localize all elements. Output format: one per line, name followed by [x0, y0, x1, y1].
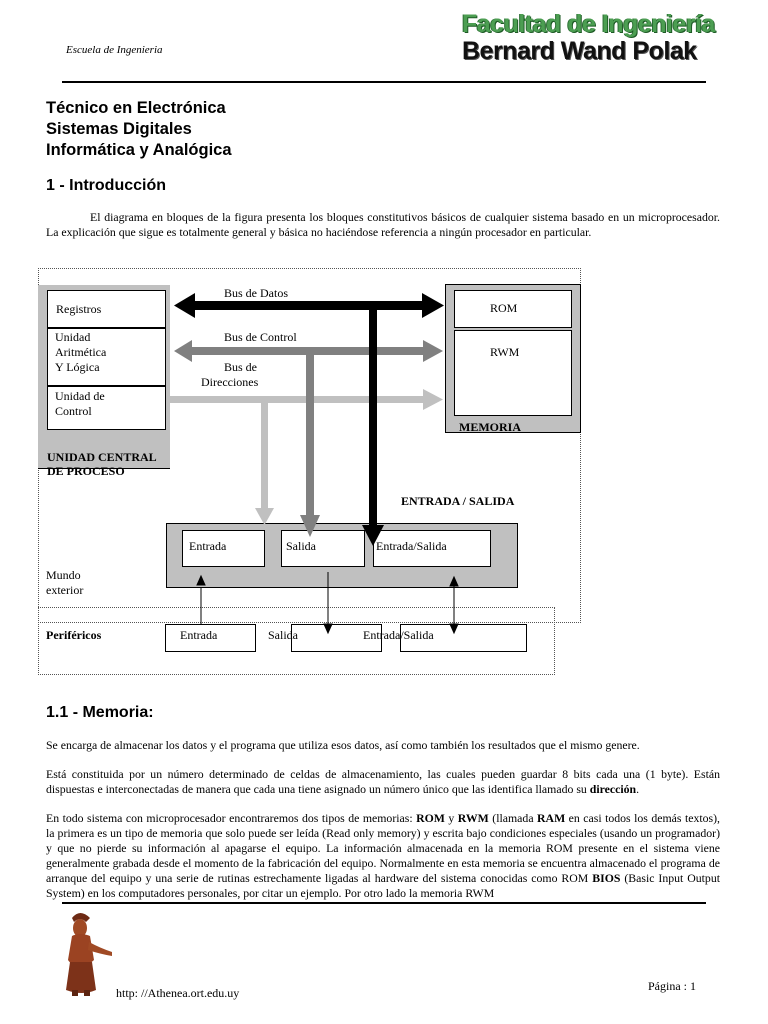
logo-line-2: Bernard Wand Polak	[462, 37, 697, 65]
control-bus-label: Bus de Control	[224, 330, 297, 344]
title-line-2: Sistemas Digitales	[46, 120, 192, 138]
address-bus-label-2: Direcciones	[201, 375, 259, 389]
section-1-paragraph: El diagrama en bloques de la figura pres…	[46, 210, 720, 239]
io-output-box	[281, 530, 365, 567]
memory-title: MEMORIA	[459, 420, 521, 434]
peripheral-arrows	[196, 572, 459, 635]
address-bus-label-1: Bus de	[224, 360, 257, 374]
periph-input-box	[165, 624, 256, 652]
document-title: Técnico en Electrónica Sistemas Digitale…	[46, 98, 232, 161]
control-unit-label-1: Unidad de	[55, 389, 105, 403]
peripherals-title: Periféricos	[46, 628, 102, 642]
alu-label-2: Aritmética	[55, 345, 107, 359]
registers-label: Registros	[56, 302, 102, 316]
control-unit-box	[47, 386, 166, 430]
alu-label-1: Unidad	[55, 330, 91, 344]
section-1-heading: 1 - Introducción	[46, 177, 166, 194]
data-bus	[174, 293, 444, 546]
page-number: Página : 1	[648, 979, 696, 993]
rwm-box	[454, 330, 572, 416]
school-name: Escuela de Ingenieria	[66, 44, 163, 56]
address-term: dirección	[589, 782, 637, 796]
io-inout-box	[373, 530, 491, 567]
rwm-label: RWM	[490, 345, 520, 359]
cpu-title-1: UNIDAD CENTRAL	[47, 450, 157, 464]
registers-box	[47, 290, 166, 328]
periph-inout-label: Entrada/Salida	[363, 628, 434, 642]
logo-line-1: Facultad de Ingeniería	[462, 10, 715, 38]
io-input-box	[182, 530, 265, 567]
memory-paragraph-1: Se encarga de almacenar los datos y el p…	[46, 738, 640, 752]
alu-label-3: Y Lógica	[55, 360, 100, 374]
io-input-label: Entrada	[189, 539, 227, 553]
periph-inout-box	[400, 624, 527, 652]
section-1-1-heading: 1.1 - Memoria:	[46, 704, 154, 721]
footer-rule	[62, 902, 706, 904]
rom-box	[454, 290, 572, 328]
periph-input-label: Entrada	[180, 628, 218, 642]
control-unit-label-2: Control	[55, 404, 92, 418]
title-line-3: Informática y Analógica	[46, 141, 232, 159]
title-line-1: Técnico en Electrónica	[46, 99, 226, 117]
periph-output-label: Salida	[268, 628, 298, 642]
rom-label: ROM	[490, 301, 518, 315]
peripherals-boundary	[38, 607, 555, 675]
cpu-title-2: DE PROCESO	[47, 464, 125, 478]
io-inout-label: Entrada/Salida	[376, 539, 447, 553]
memory-paragraph-3: En todo sistema con microprocesador enco…	[46, 811, 721, 900]
periph-output-box	[291, 624, 382, 652]
control-bus	[174, 340, 443, 537]
header-rule	[62, 81, 706, 83]
io-output-label: Salida	[286, 539, 316, 553]
outside-world-label-2: exterior	[46, 583, 84, 597]
memory-paragraph-2: Está constituida por un número determina…	[46, 767, 720, 796]
io-title: ENTRADA / SALIDA	[401, 494, 515, 508]
footer-url[interactable]: http: //Athenea.ort.edu.uy	[116, 986, 240, 1000]
alu-box	[47, 328, 166, 386]
data-bus-label: Bus de Datos	[224, 286, 288, 301]
address-bus	[170, 389, 443, 525]
outside-world-label-1: Mundo	[46, 568, 81, 582]
